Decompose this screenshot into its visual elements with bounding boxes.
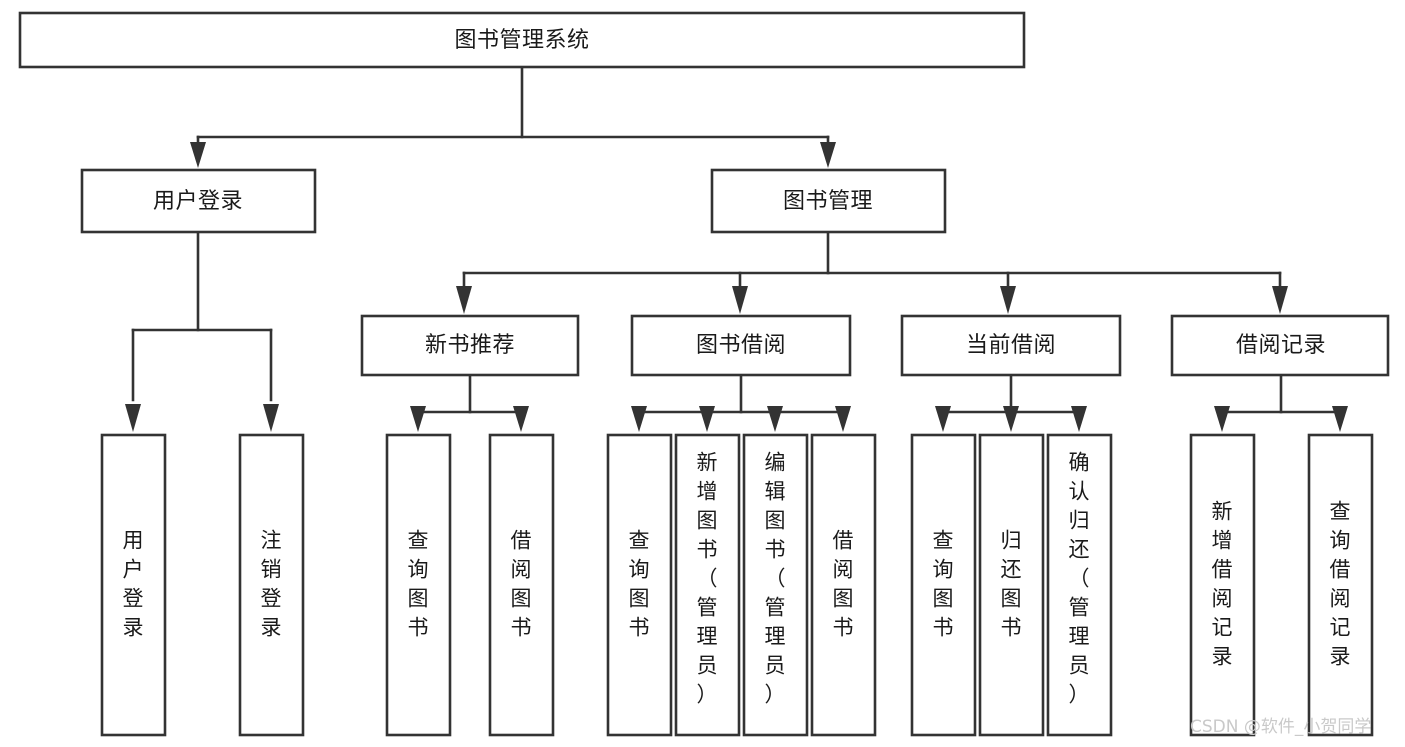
leaf-current-2[interactable]: 归还图书 [978,433,1045,737]
arrow-head-l3-1 [456,286,472,314]
leaf-borrow-4[interactable]: 借阅图书 [810,433,877,737]
leaf-current-3[interactable]: 确认归还（管理员） [1046,433,1113,737]
node-current-borrow-label: 当前借阅 [966,333,1056,358]
leaf-recommend-2-box[interactable] [488,433,555,737]
connector-group-root [190,65,836,168]
node-borrow-record-label: 借阅记录 [1236,333,1326,358]
leaf-borrow-1-box[interactable] [606,433,673,737]
leaf-recommend-1-box[interactable] [385,433,452,737]
arrow-head-cur-3 [1071,406,1087,432]
node-book-management-box[interactable] [710,168,947,234]
arrow-head-login-leaf-1 [125,404,141,432]
arrow-head-bor-4 [835,406,851,432]
arrow-head-rcd-1 [1214,406,1230,432]
leaf-current-1-box[interactable] [910,433,977,737]
leaf-user-login-2-box[interactable] [238,433,305,737]
leaf-record-1-label: 新增借阅记录 [1212,500,1233,669]
arrow-head-cur-2 [1003,406,1019,432]
node-user-login[interactable]: 用户登录 [80,168,317,234]
leaf-borrow-3-box[interactable] [742,433,809,737]
arrow-head-l3-4 [1272,286,1288,314]
connector-group-record [1214,373,1348,432]
arrow-head-login-leaf-2 [263,404,279,432]
leaf-record-1[interactable]: 新增借阅记录 [1189,433,1256,737]
node-current-borrow[interactable]: 当前借阅 [900,314,1122,377]
arrow-head-rcd-2 [1332,406,1348,432]
leaf-record-2-label: 查询借阅记录 [1330,500,1351,669]
leaf-borrow-3-label: 编辑图书（管理员） [765,451,786,707]
arrow-head-bor-3 [767,406,783,432]
node-user-login-label: 用户登录 [153,189,243,214]
node-book-borrow-box[interactable] [630,314,852,377]
node-root-box[interactable] [18,11,1026,69]
leaf-borrow-2-box[interactable] [674,433,741,737]
node-book-management-label: 图书管理 [783,189,873,214]
leaf-recommend-2-label: 借阅图书 [511,529,532,640]
leaf-borrow-1-label: 查询图书 [629,529,650,640]
leaf-user-login-2-label: 注销登录 [261,529,282,640]
arrow-head-bor-1 [631,406,647,432]
arrow-head-bor-2 [699,406,715,432]
leaf-recommend-2[interactable]: 借阅图书 [488,433,555,737]
arrow-head-cur-1 [935,406,951,432]
leaf-current-1[interactable]: 查询图书 [910,433,977,737]
leaf-recommend-1[interactable]: 查询图书 [385,433,452,737]
node-new-book-recommend[interactable]: 新书推荐 [360,314,580,377]
leaf-current-2-box[interactable] [978,433,1045,737]
leaf-borrow-3[interactable]: 编辑图书（管理员） [742,433,809,737]
leaf-user-login-1-label: 用户登录 [123,529,144,640]
node-book-borrow-label: 图书借阅 [696,333,786,358]
node-book-borrow[interactable]: 图书借阅 [630,314,852,377]
connector-group-login [125,230,279,432]
arrow-head-l3-2 [732,286,748,314]
arrow-head-l3-3 [1000,286,1016,314]
arrow-head-bookmgmt [820,142,836,168]
leaf-user-login-2[interactable]: 注销登录 [238,433,305,737]
node-new-book-recommend-label: 新书推荐 [425,333,515,358]
node-user-login-box[interactable] [80,168,317,234]
leaf-record-2[interactable]: 查询借阅记录 [1307,433,1374,737]
connector-group-borrow [631,373,851,432]
leaf-user-login-1-box[interactable] [100,433,167,737]
node-borrow-record[interactable]: 借阅记录 [1170,314,1390,377]
node-root[interactable]: 图书管理系统 [18,11,1026,69]
arrow-head-login [190,142,206,168]
leaf-user-login-1[interactable]: 用户登录 [100,433,167,737]
connector-group-bookmgmt [456,230,1288,314]
leaf-current-3-label: 确认归还（管理员） [1069,451,1090,707]
leaf-borrow-4-label: 借阅图书 [833,529,854,640]
leaf-record-1-box[interactable] [1189,433,1256,737]
leaf-borrow-4-box[interactable] [810,433,877,737]
connector-group-current [935,373,1087,432]
node-new-book-recommend-box[interactable] [360,314,580,377]
node-borrow-record-box[interactable] [1170,314,1390,377]
leaf-borrow-2[interactable]: 新增图书（管理员） [674,433,741,737]
node-current-borrow-box[interactable] [900,314,1122,377]
node-root-label: 图书管理系统 [454,28,589,53]
leaf-current-3-box[interactable] [1046,433,1113,737]
leaf-borrow-2-label: 新增图书（管理员） [697,451,718,707]
leaf-recommend-1-label: 查询图书 [408,529,429,640]
csdn-watermark: CSDN @软件_小贺同学 [1190,717,1371,737]
connector-group-recommend [410,373,529,432]
arrow-head-rec-1 [410,406,426,432]
leaf-borrow-1[interactable]: 查询图书 [606,433,673,737]
leaf-current-1-label: 查询图书 [933,529,954,640]
leaf-record-2-box[interactable] [1307,433,1374,737]
node-book-management[interactable]: 图书管理 [710,168,947,234]
leaf-current-2-label: 归还图书 [1001,529,1022,640]
arrow-head-rec-2 [513,406,529,432]
